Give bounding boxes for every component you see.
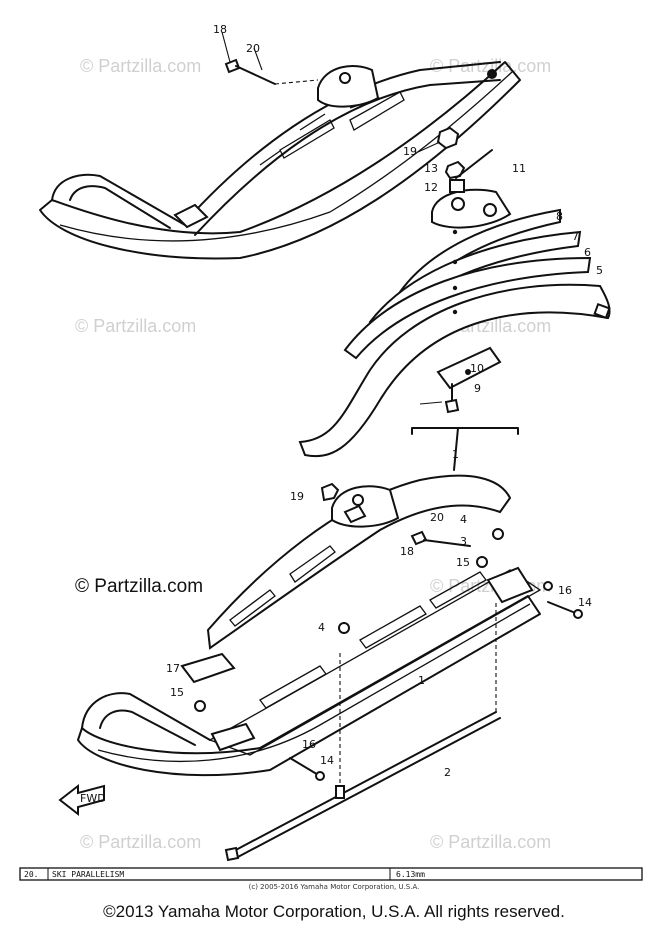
- callout-16-rear: 16: [558, 584, 572, 597]
- callout-17: 17: [166, 662, 180, 675]
- wear-bar-2: [231, 711, 501, 859]
- callout-18-bottom: 18: [400, 545, 414, 558]
- bottom-ski-tip-handle: [81, 692, 211, 741]
- plate-10: [436, 346, 502, 390]
- callout-14-front: 14: [320, 754, 334, 767]
- top-ski-tip-handle: [51, 173, 186, 226]
- callout-6: 6: [584, 246, 591, 259]
- callout-14-rear: 14: [578, 596, 592, 609]
- bottom-ski-body: [77, 595, 541, 777]
- callout-9: 9: [474, 382, 481, 395]
- table-row-label: SKI PARALLELISM: [52, 870, 124, 879]
- top-ski-assembly: [39, 61, 521, 260]
- watermark-6: © Partzilla.com: [80, 832, 201, 852]
- callout-13: 13: [424, 162, 438, 175]
- clamp-11: [431, 188, 512, 229]
- top-nut: [436, 126, 460, 150]
- table-row-value: 6.13mm: [396, 870, 425, 879]
- callout-1: 1: [418, 674, 425, 687]
- callout-2: 2: [444, 766, 451, 779]
- callout-4-mid: 4: [318, 621, 325, 634]
- top-saddle: [317, 65, 380, 108]
- callout-19-bottom: 19: [290, 490, 304, 503]
- table-row-number: 20.: [24, 870, 38, 879]
- fwd-label: FWD: [80, 792, 106, 805]
- callout-4-rear: 4: [460, 513, 467, 526]
- front-direction-arrow: FWD: [58, 783, 106, 817]
- watermark-2: © Partzilla.com: [430, 56, 551, 76]
- callout-3: 3: [460, 535, 467, 548]
- bracket-17: [180, 652, 236, 684]
- bottom-ski-assembly: [77, 474, 583, 862]
- leaf-5-main: [298, 283, 611, 458]
- watermark-7: © Partzilla.com: [430, 832, 551, 852]
- spec-table: 20. SKI PARALLELISM 6.13mm (c) 2005-2016…: [19, 867, 643, 891]
- callout-11: 11: [512, 162, 526, 175]
- callout-1-top: 1: [452, 448, 459, 461]
- watermark-main: © Partzilla.com: [75, 576, 203, 597]
- callout-16-front: 16: [302, 738, 316, 751]
- callout-7: 7: [572, 230, 579, 243]
- callout-20-bottom: 20: [430, 511, 444, 524]
- leaf-6: [343, 256, 592, 360]
- watermark-3: © Partzilla.com: [75, 316, 196, 336]
- top-ski-body: [39, 61, 521, 260]
- callout-10: 10: [470, 362, 484, 375]
- callout-numbers: 18 20 19 13 12 11 8 7 6 5 10 9 1 19 20 1…: [166, 23, 603, 779]
- callout-18-top: 18: [213, 23, 227, 36]
- callout-15-rear: 15: [456, 556, 470, 569]
- callout-12: 12: [424, 181, 438, 194]
- callout-20-top: 20: [246, 42, 260, 55]
- top-front-bracket: [173, 203, 209, 229]
- exploded-spring-leaves: [298, 149, 611, 471]
- bottom-saddle: [331, 485, 400, 528]
- small-copyright: (c) 2005-2016 Yamaha Motor Corporation, …: [249, 883, 420, 891]
- footer-copyright: ©2013 Yamaha Motor Corporation, U.S.A. A…: [103, 902, 565, 921]
- top-leaders: [221, 31, 460, 153]
- callout-5: 5: [596, 264, 603, 277]
- top-ski-spring: [184, 61, 501, 236]
- callout-19-top: 19: [403, 145, 417, 158]
- watermark-1: © Partzilla.com: [80, 56, 201, 76]
- callout-15-front: 15: [170, 686, 184, 699]
- callout-8: 8: [556, 210, 563, 223]
